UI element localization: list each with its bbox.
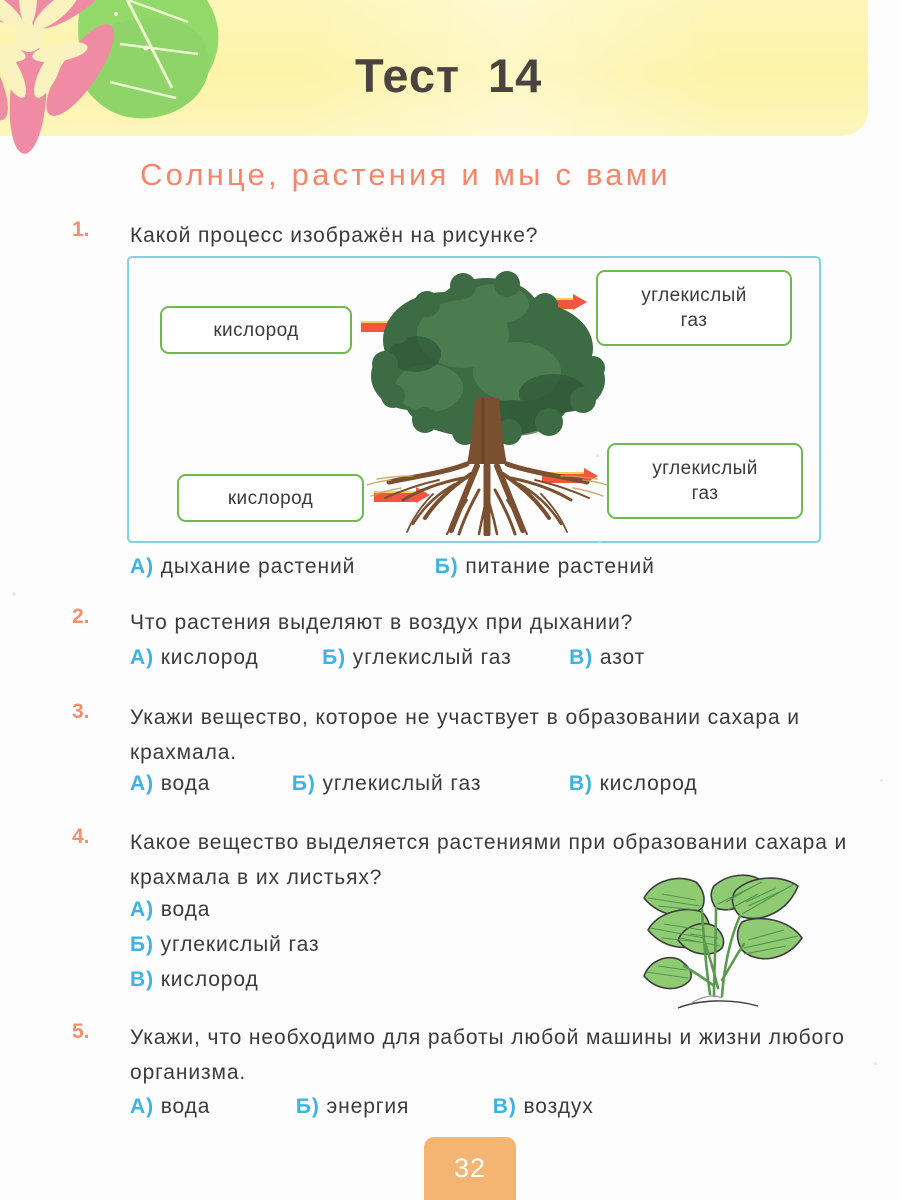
diagram-box-oxygen-top: кислород (160, 306, 352, 354)
question-3-options: А) вода Б) углекислый газ В) кислород (130, 772, 698, 796)
tree-icon (367, 271, 607, 536)
question-3-text: Укажи вещество, которое не участвует в о… (130, 706, 800, 764)
scan-speck (880, 779, 883, 782)
page-number-value: 32 (453, 1153, 487, 1183)
question-1-options: А) дыхание растений Б) питание растений (130, 555, 655, 579)
option-5-C[interactable]: В) воздух (492, 1095, 594, 1118)
option-3-C[interactable]: В) кислород (568, 772, 698, 795)
diagram-box-co2-bottom: углекислый газ (607, 443, 803, 519)
question-1-number: 1. (72, 218, 90, 241)
option-2-C[interactable]: В) азот (569, 646, 646, 669)
option-2-B[interactable]: Б) углекислый газ (322, 646, 512, 669)
question-3-number: 3. (72, 700, 90, 723)
page-subtitle: Солнце, растения и мы с вами (140, 157, 671, 192)
test-number: 14 (488, 49, 543, 102)
page-title: Тест 14 (355, 48, 542, 103)
question-4-option-C[interactable]: В) кислород (130, 968, 259, 991)
question-4-number: 4. (72, 825, 90, 848)
option-2-A[interactable]: А) кислород (130, 646, 259, 669)
test-label: Тест (355, 49, 461, 102)
co2-top-line2: газ (680, 310, 708, 331)
question-4-option-A[interactable]: А) вода (130, 898, 211, 921)
option-3-A[interactable]: А) вода (130, 772, 211, 795)
co2-top-line1: углекислый (641, 285, 747, 306)
option-5-A[interactable]: А) вода (130, 1095, 211, 1118)
question-5-options: А) вода Б) энергия В) воздух (130, 1095, 594, 1119)
co2-bottom-line2: газ (691, 483, 719, 504)
question-1-text: Какой процесс изображён на рисунке? (130, 224, 539, 247)
option-1-A[interactable]: А) дыхание растений (130, 555, 356, 578)
option-1-B[interactable]: Б) питание растений (434, 555, 655, 578)
question-4-text: Какое вещество выделяется растениями при… (130, 831, 848, 889)
scan-speck (874, 1062, 877, 1065)
question-5-text: Укажи, что необходимо для работы любой м… (130, 1026, 845, 1084)
scan-speck (12, 592, 16, 596)
photosynthesis-diagram: кислород кислород углекислый газ углекис… (127, 256, 821, 543)
option-3-B[interactable]: Б) углекислый газ (291, 772, 482, 795)
question-5-number: 5. (72, 1020, 90, 1043)
page-number-tab: 32 (424, 1137, 516, 1200)
diagram-box-oxygen-bottom: кислород (177, 474, 364, 522)
co2-bottom-line1: углекислый (652, 458, 758, 479)
scan-speck (596, 454, 599, 457)
question-4-option-B[interactable]: Б) углекислый газ (130, 933, 320, 956)
option-5-B[interactable]: Б) энергия (295, 1095, 410, 1118)
diagram-box-co2-top: углекислый газ (596, 270, 792, 346)
question-2-options: А) кислород Б) углекислый газ В) азот (130, 646, 645, 670)
scan-speck (598, 540, 601, 543)
question-2-text: Что растения выделяют в воздух при дыхан… (130, 611, 634, 634)
question-2-number: 2. (72, 605, 90, 628)
